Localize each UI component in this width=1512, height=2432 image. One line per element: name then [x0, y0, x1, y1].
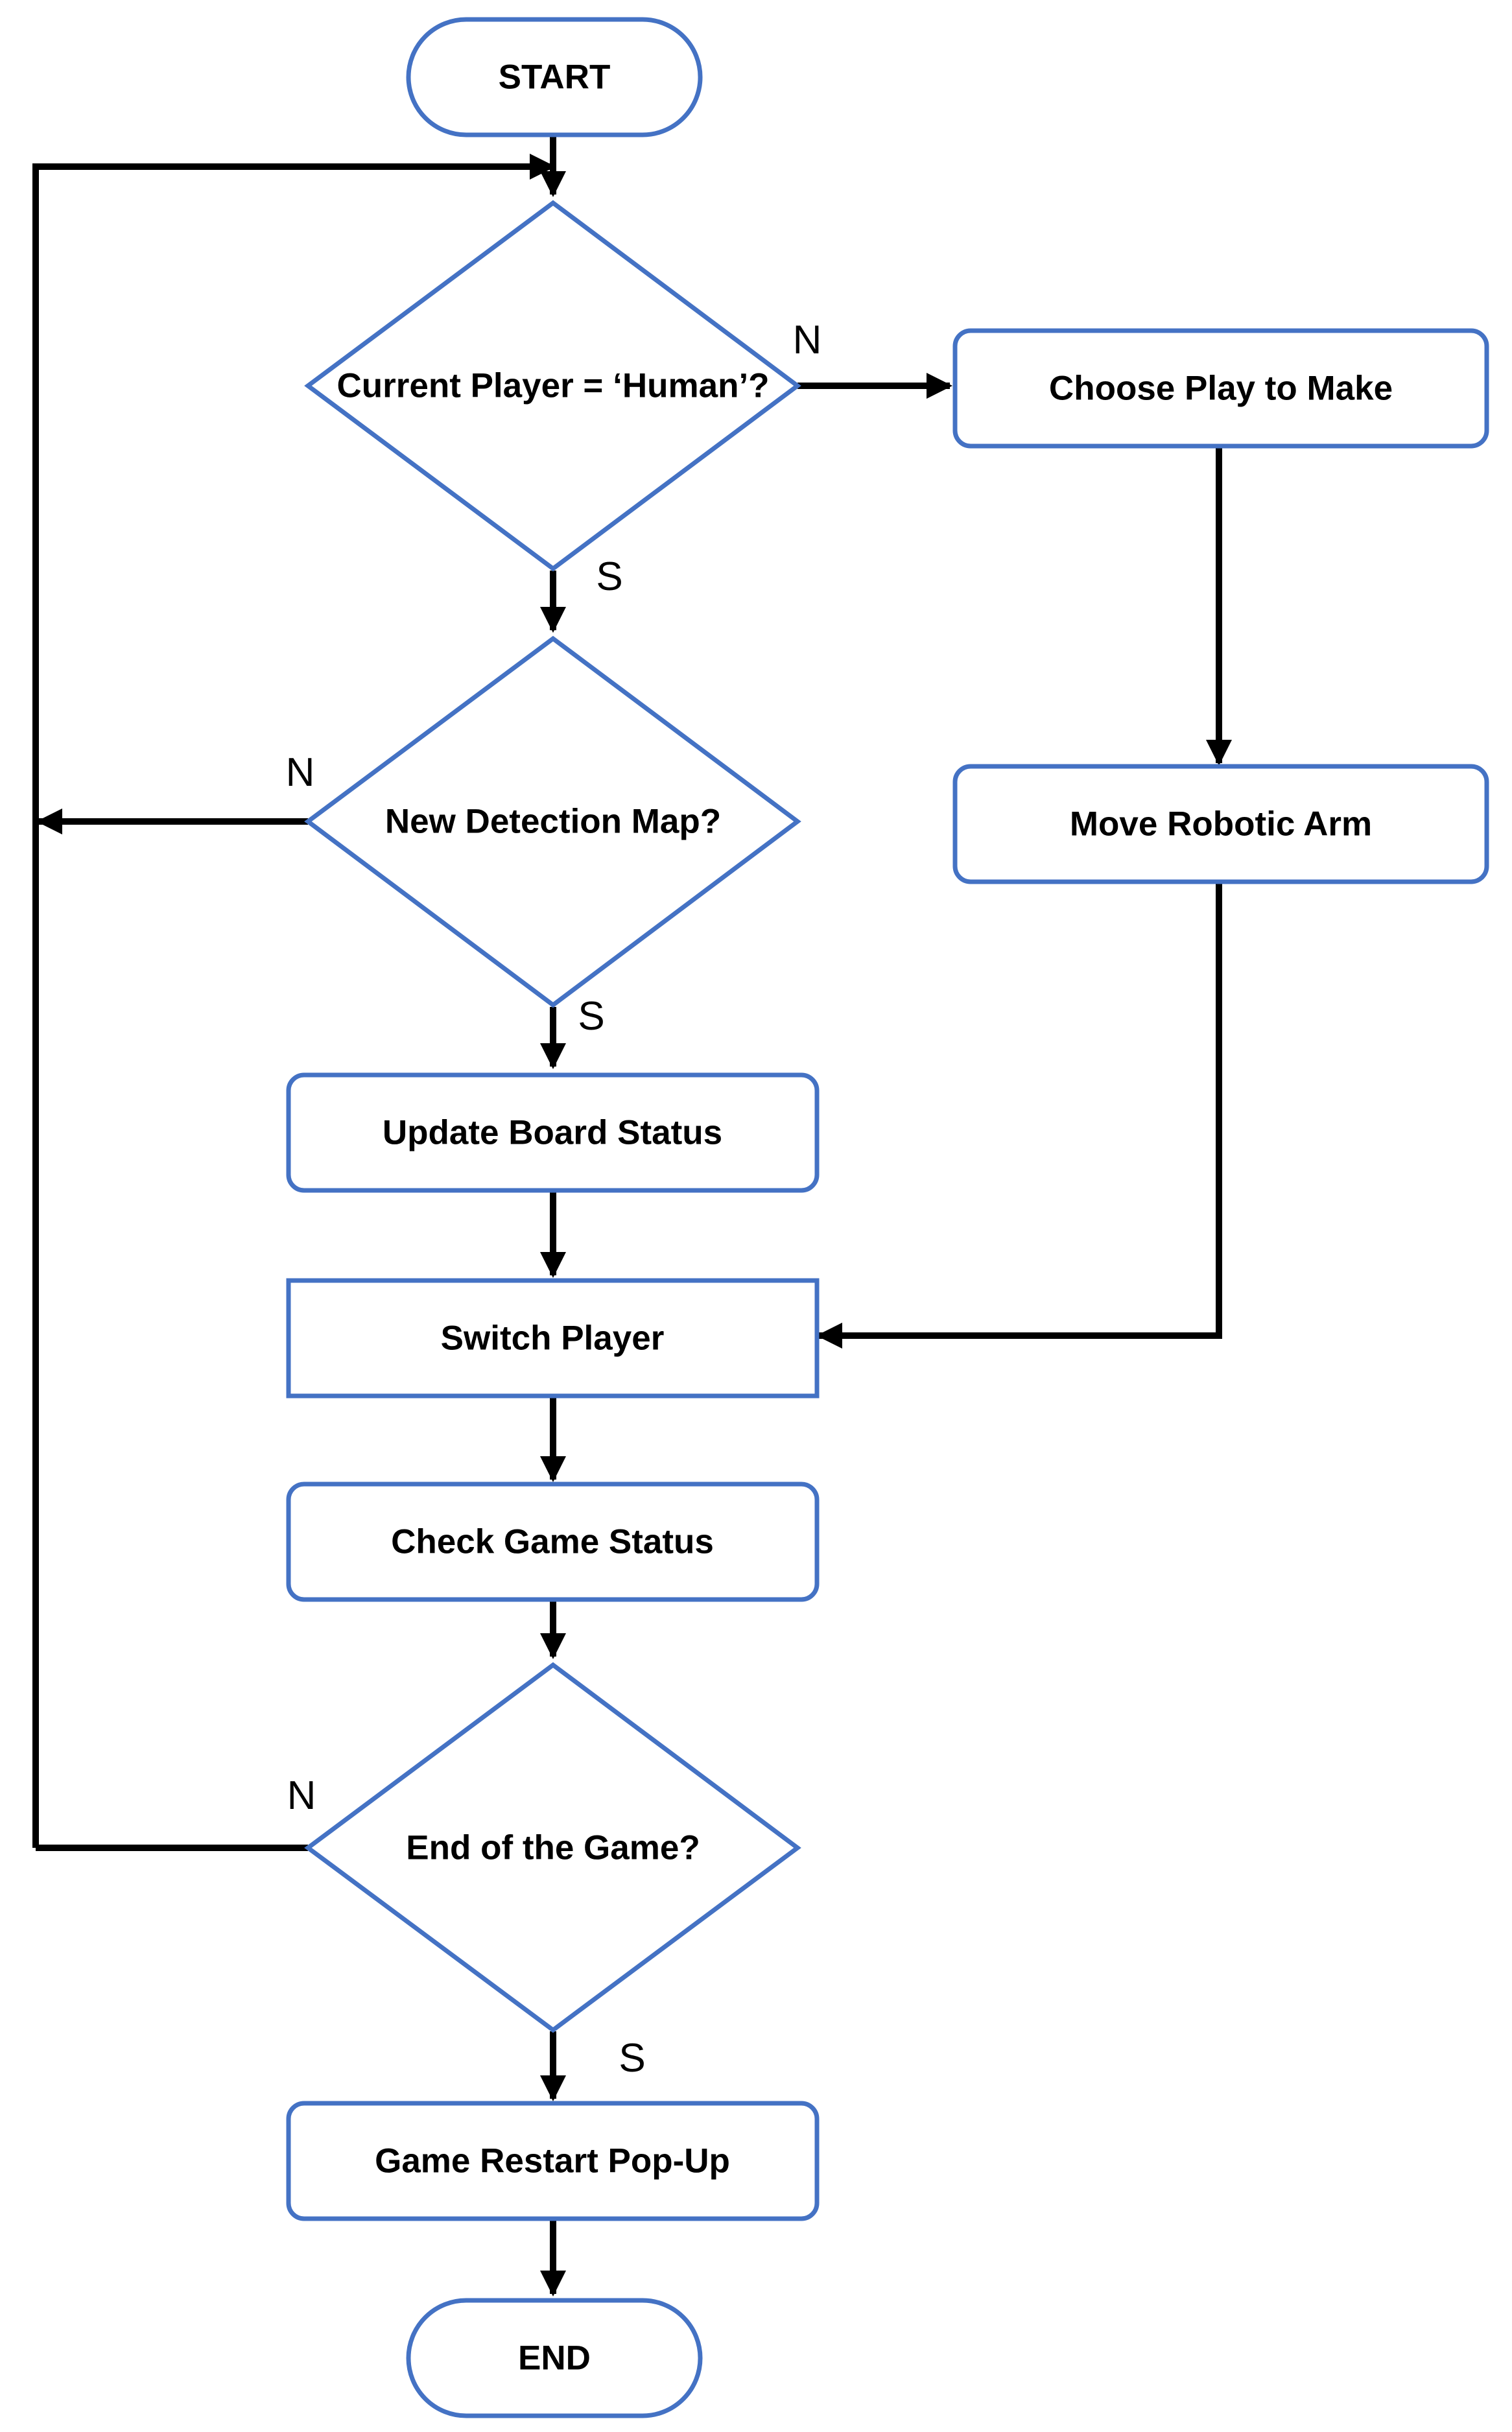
arrow-loop-to-top	[32, 154, 556, 1848]
new-detection-diamond	[304, 635, 801, 1008]
check-game-status-box	[286, 1482, 820, 1602]
update-board-status-box	[286, 1072, 820, 1193]
node-check-game-status: Check Game Status	[286, 1482, 820, 1602]
arrow-move-to-switch	[816, 882, 1222, 1349]
branch-label-end-of-game-no: N	[287, 1773, 316, 1818]
check-game-status-label: Check Game Status	[391, 1523, 714, 1561]
end-of-game-diamond	[304, 1662, 801, 2033]
new-detection-label: New Detection Map?	[385, 803, 721, 841]
end-label: END	[518, 2339, 591, 2378]
node-switch-player: Switch Player	[286, 1278, 820, 1399]
switch-player-box	[286, 1278, 820, 1399]
node-new-detection-decision: New Detection Map?	[304, 635, 801, 1008]
current-player-label: Current Player = ‘Human’?	[337, 367, 769, 405]
choose-play-box	[952, 328, 1489, 449]
branch-label-current-player-no: N	[793, 318, 822, 362]
node-end: END	[406, 2298, 703, 2418]
node-game-restart-popup: Game Restart Pop-Up	[286, 2101, 820, 2221]
move-robotic-arm-label: Move Robotic Arm	[1070, 805, 1372, 844]
node-choose-play: Choose Play to Make	[952, 328, 1489, 449]
move-robotic-arm-box	[952, 764, 1489, 884]
choose-play-label: Choose Play to Make	[1049, 370, 1393, 408]
update-board-status-label: Update Board Status	[383, 1114, 722, 1152]
node-current-player-decision: Current Player = ‘Human’?	[304, 200, 801, 572]
switch-player-label: Switch Player	[441, 1319, 665, 1358]
node-start: START	[406, 17, 703, 137]
end-terminal	[406, 2298, 703, 2418]
game-restart-popup-label: Game Restart Pop-Up	[375, 2142, 730, 2180]
branch-labels: N S N S N S	[286, 318, 822, 2081]
branch-label-new-detection-no: N	[286, 750, 315, 795]
game-restart-popup-box	[286, 2101, 820, 2221]
connectors	[32, 135, 1232, 2297]
branch-label-end-of-game-yes: S	[619, 2036, 645, 2081]
branch-label-current-player-yes: S	[596, 554, 622, 599]
node-end-of-game-decision: End of the Game?	[304, 1662, 801, 2033]
start-terminal	[406, 17, 703, 137]
end-of-game-label: End of the Game?	[406, 1829, 700, 1867]
node-update-board-status: Update Board Status	[286, 1072, 820, 1193]
start-label: START	[499, 58, 611, 97]
branch-label-new-detection-yes: S	[578, 994, 604, 1039]
node-move-robotic-arm: Move Robotic Arm	[952, 764, 1489, 884]
current-player-diamond	[304, 200, 801, 572]
